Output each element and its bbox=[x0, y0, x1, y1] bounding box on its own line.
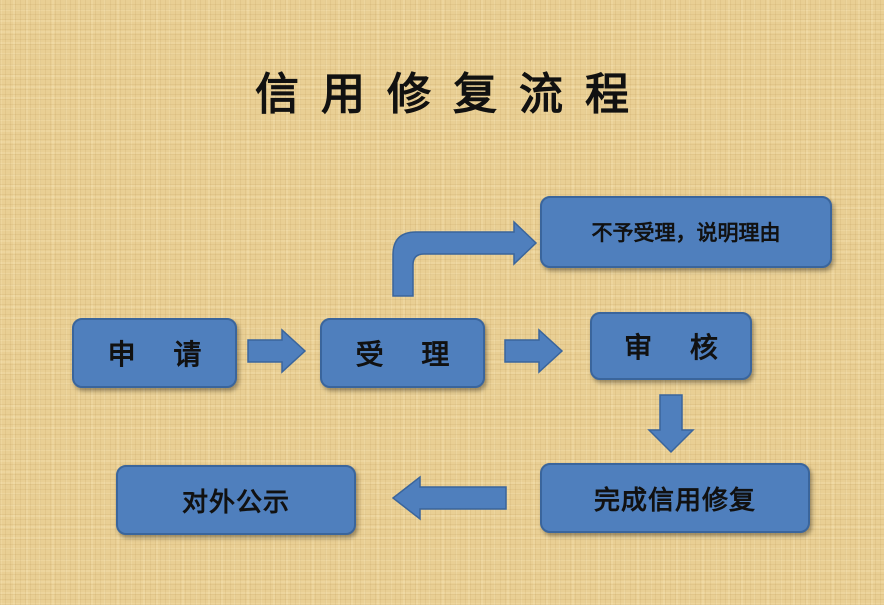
step-complete-box: 完成信用修复 bbox=[540, 463, 810, 533]
step-accept-box: 受 理 bbox=[320, 318, 485, 388]
step-review-label: 审 核 bbox=[624, 331, 732, 364]
step-apply-box: 申 请 bbox=[72, 318, 237, 388]
step-apply-label: 申 请 bbox=[107, 338, 216, 371]
step-publicize-box: 对外公示 bbox=[116, 465, 356, 535]
step-reject-label: 不予受理，说明理由 bbox=[591, 221, 781, 245]
step-accept-label: 受 理 bbox=[355, 338, 464, 371]
arrow-complete-to-publicize bbox=[391, 475, 507, 521]
arrow-accept-to-reject bbox=[392, 220, 538, 297]
arrow-accept-to-review bbox=[504, 328, 564, 374]
page-title: 信用修复流程 bbox=[255, 69, 651, 120]
arrow-review-to-complete bbox=[647, 394, 695, 454]
arrow-apply-to-accept bbox=[247, 328, 307, 374]
step-complete-label: 完成信用修复 bbox=[593, 485, 756, 516]
step-review-box: 审 核 bbox=[590, 312, 752, 380]
step-publicize-label: 对外公示 bbox=[181, 487, 290, 518]
step-reject-box: 不予受理，说明理由 bbox=[540, 196, 832, 268]
